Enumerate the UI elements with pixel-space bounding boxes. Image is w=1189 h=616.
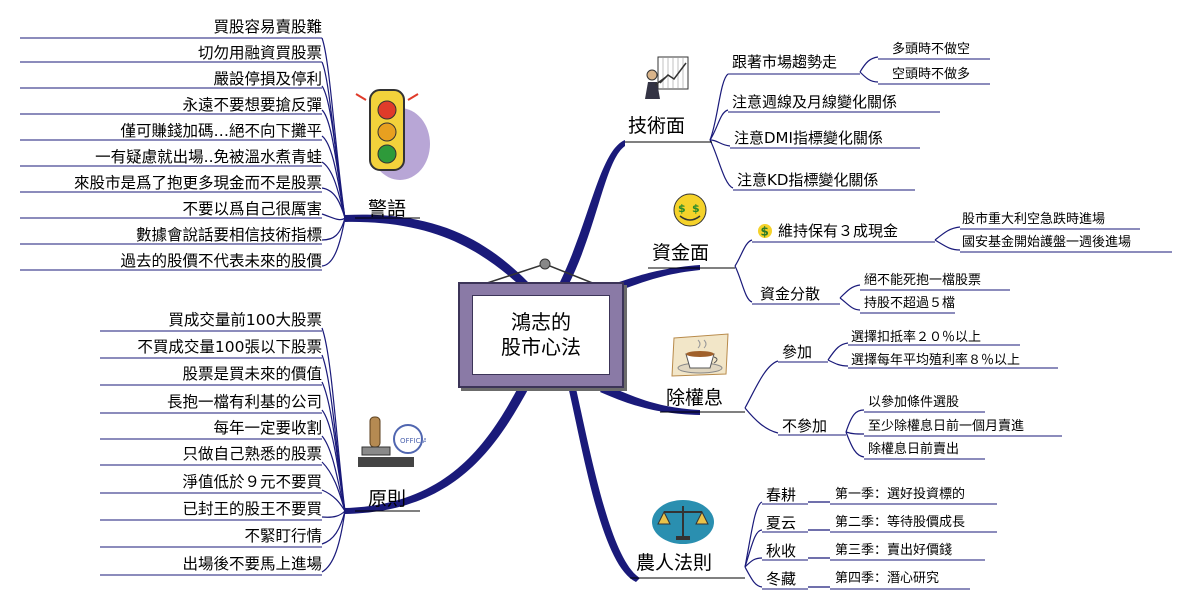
svg-text:$: $	[692, 202, 700, 215]
warning-item: 不要以爲自己很厲害	[182, 200, 322, 218]
center-topic-title: 鴻志的 股市心法	[501, 310, 581, 360]
principle-item: 出場後不要馬上進場	[182, 555, 322, 573]
tech-trend-child: 空頭時不做多	[892, 67, 971, 82]
tech-item: 注意週線及月線變化關係	[732, 93, 898, 111]
svg-text:OFFICIAL: OFFICIAL	[400, 437, 426, 445]
traffic-light-icon	[352, 82, 432, 186]
season-text: 第三季：賣出好價錢	[835, 543, 953, 558]
warning-item: 嚴設停損及停利	[213, 70, 322, 88]
principle-item: 股票是買未來的價值	[182, 365, 322, 383]
capital-keep-cash: 維持保有３成現金	[778, 222, 899, 240]
principle-item: 不買成交量100張以下股票	[137, 338, 322, 356]
topic-principles: 原則	[368, 488, 407, 510]
office-stamp-icon: OFFICIAL	[356, 415, 431, 481]
coffee-cup-icon	[670, 330, 732, 384]
center-topic-frame: 鴻志的 股市心法	[458, 282, 624, 388]
principle-item: 買成交量前100大股票	[168, 311, 322, 329]
tech-item: 注意KD指標變化關係	[737, 171, 879, 189]
warning-item: 過去的股價不代表未來的股價	[120, 252, 322, 270]
dividend-nojoin: 不參加	[782, 417, 828, 435]
chart-presenter-icon	[640, 55, 694, 107]
scales-icon	[650, 498, 716, 550]
dividend-join: 參加	[782, 343, 813, 361]
dividend-join-child: 選擇每年平均殖利率８％以上	[851, 353, 1021, 368]
center-title-line2: 股市心法	[501, 335, 581, 359]
principle-item: 只做自己熟悉的股票	[182, 445, 322, 463]
season-text: 第一季：選好投資標的	[835, 487, 966, 502]
season-text: 第二季：等待股價成長	[835, 515, 966, 530]
warning-item: 數據會說話要相信技術指標	[135, 226, 322, 244]
warning-item: 一有疑慮就出場..免被溫水煮青蛙	[95, 148, 322, 166]
dividend-nojoin-child: 除權息日前賣出	[868, 442, 960, 457]
dividend-nojoin-child: 以參加條件選股	[868, 395, 960, 410]
center-topic-board: 鴻志的 股市心法	[472, 295, 610, 375]
principle-item: 淨值低於９元不要買	[182, 473, 322, 491]
topic-technical: 技術面	[628, 115, 686, 137]
capital-spread-child: 絕不能死抱一檔股票	[864, 273, 982, 288]
season-text: 第四季：潛心研究	[835, 571, 940, 586]
center-title-line1: 鴻志的	[511, 310, 571, 334]
warning-item: 切勿用融資買股票	[197, 44, 322, 62]
dividend-nojoin-child: 至少除權息日前一個月賣進	[868, 419, 1025, 434]
warning-item: 買股容易賣股難	[213, 18, 322, 36]
principle-item: 每年一定要收割	[213, 419, 322, 437]
principle-item: 長抱一檔有利基的公司	[166, 393, 322, 411]
topic-dividend: 除權息	[666, 387, 724, 409]
tech-trend: 跟著市場趨勢走	[732, 53, 838, 71]
principle-item: 不緊盯行情	[244, 527, 322, 545]
topic-farmer-rule: 農人法則	[636, 552, 713, 574]
tech-item: 注意DMI指標變化關係	[734, 129, 883, 147]
season-name: 冬藏	[766, 570, 797, 588]
season-name: 春耕	[766, 486, 797, 504]
warning-item: 僅可賺錢加碼…絕不向下攤平	[120, 122, 322, 140]
principle-item: 已封王的股王不要買	[182, 500, 322, 518]
topic-capital: 資金面	[652, 242, 710, 264]
warning-item: 來股市是爲了抱更多現金而不是股票	[73, 174, 322, 192]
dollar-sign-icon: $	[757, 222, 773, 244]
capital-spread: 資金分散	[760, 285, 821, 303]
topic-warnings: 警語	[368, 198, 407, 220]
capital-keep-child: 國安基金開始護盤一週後進場	[962, 235, 1132, 250]
capital-keep-child: 股市重大利空急跌時進場	[962, 212, 1106, 227]
dollar-face-icon: $ $	[670, 192, 710, 232]
tech-trend-child: 多頭時不做空	[892, 42, 971, 57]
dividend-join-child: 選擇扣抵率２０％以上	[851, 330, 982, 345]
svg-text:$: $	[678, 202, 686, 215]
season-name: 秋收	[766, 542, 797, 560]
svg-text:$: $	[761, 225, 769, 239]
warning-item: 永遠不要想要搶反彈	[182, 96, 322, 114]
capital-spread-child: 持股不超過５檔	[864, 296, 956, 311]
season-name: 夏云	[766, 514, 797, 532]
